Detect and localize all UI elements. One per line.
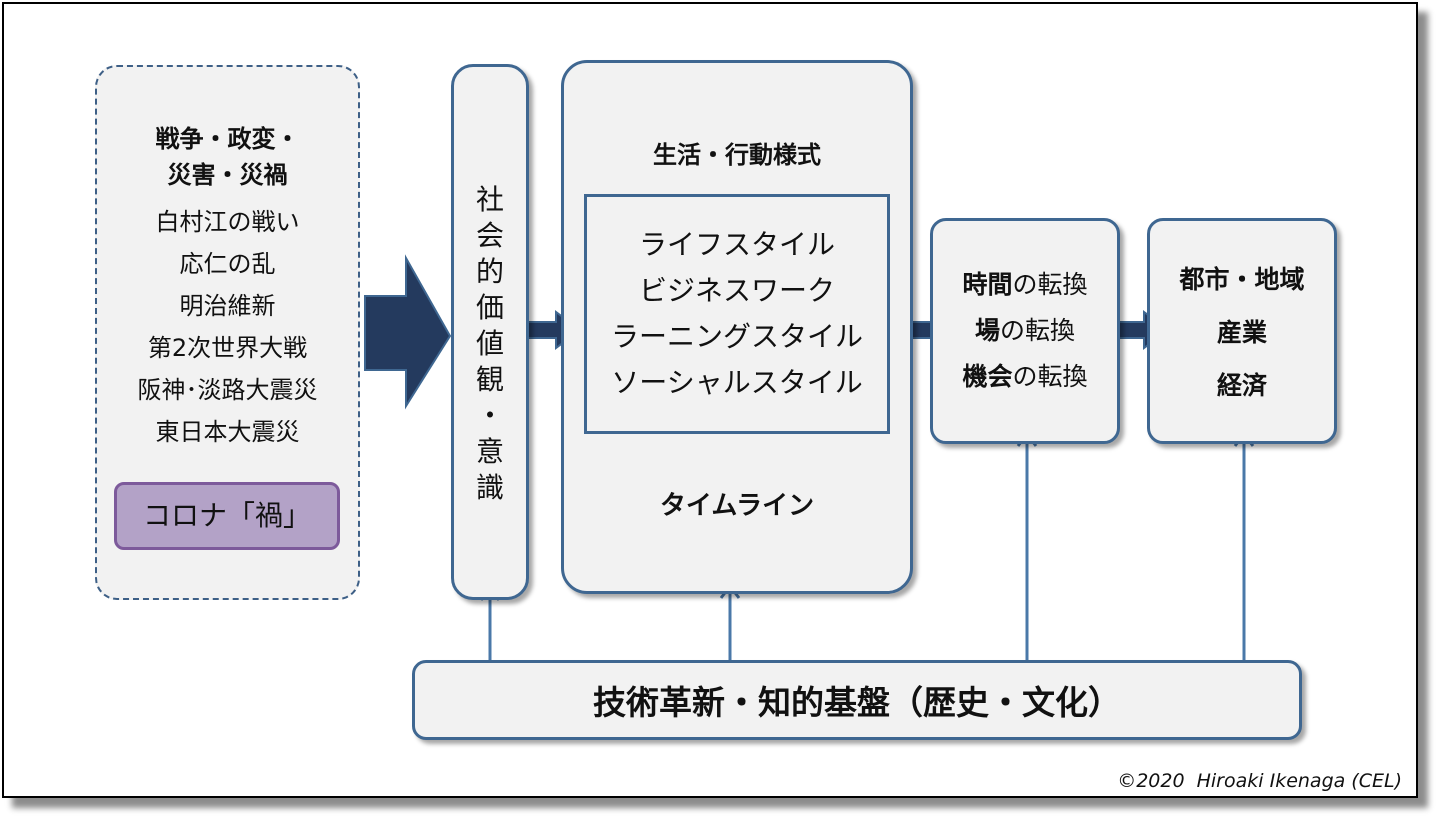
values-char: 社 <box>475 183 504 216</box>
style-item: ライフスタイル <box>638 228 835 261</box>
outcomes-box: 都市・地域 産業 経済 <box>1147 218 1337 444</box>
values-char: 観 <box>475 363 504 396</box>
outcome-item: 都市・地域 <box>1179 265 1305 294</box>
style-item: ソーシャルスタイル <box>611 366 863 399</box>
big-arrow <box>364 254 452 410</box>
values-char: 価 <box>475 291 504 324</box>
event-item: 明治維新 <box>179 292 276 320</box>
outcome-item: 経済 <box>1216 371 1267 400</box>
transform-rest: の転換 <box>1012 362 1088 391</box>
event-item: 応仁の乱 <box>179 250 276 278</box>
event-item: 阪神･淡路大震災 <box>137 376 318 404</box>
transform-key: 機会 <box>962 362 1013 391</box>
transform-rest: の転換 <box>1012 270 1088 299</box>
lifestyle-box: 生活・行動様式 ライフスタイル ビジネスワーク ラーニングスタイル ソーシャルス… <box>561 60 913 594</box>
event-item: 白村江の戦い <box>155 208 300 236</box>
transform-key: 場 <box>974 316 1000 345</box>
style-item: ラーニングスタイル <box>610 320 863 353</box>
events-heading-1: 戦争・政変・ <box>155 125 300 153</box>
timeline-label: タイムライン <box>659 491 815 521</box>
events-heading-2: 災害・災禍 <box>167 161 288 189</box>
corona-badge: コロナ「禍」 <box>114 482 340 550</box>
event-item: 第2次世界大戦 <box>147 334 308 362</box>
social-values-box: 社 会 的 価 値 観 ・ 意 識 <box>451 64 529 600</box>
style-item: ビジネスワーク <box>638 274 835 307</box>
outcome-item: 産業 <box>1216 318 1267 347</box>
transform-item: 場の転換 <box>975 308 1075 354</box>
values-char: 会 <box>475 219 504 252</box>
values-char: 的 <box>475 255 504 288</box>
foundation-bar: 技術革新・知的基盤（歴史・文化） <box>412 660 1302 740</box>
lifestyle-styles-box: ライフスタイル ビジネスワーク ラーニングスタイル ソーシャルスタイル <box>584 194 890 434</box>
values-char: 識 <box>475 471 504 504</box>
lifestyle-title: 生活・行動様式 <box>653 141 821 169</box>
transform-box: 時間の転換 場の転換 機会の転換 <box>930 218 1120 444</box>
event-item: 東日本大震災 <box>155 418 300 446</box>
transform-rest: の転換 <box>1000 316 1076 345</box>
transform-item: 時間の転換 <box>962 262 1087 308</box>
values-char: ・ <box>475 399 504 432</box>
foundation-label: 技術革新・知的基盤（歴史・文化） <box>593 683 1121 722</box>
values-char: 意 <box>475 435 504 468</box>
transform-key: 時間 <box>962 270 1013 299</box>
values-char: 値 <box>475 327 504 360</box>
copyright: ©2020 Hiroaki Ikenaga (CEL) <box>1117 770 1402 792</box>
transform-item: 機会の転換 <box>962 354 1087 400</box>
